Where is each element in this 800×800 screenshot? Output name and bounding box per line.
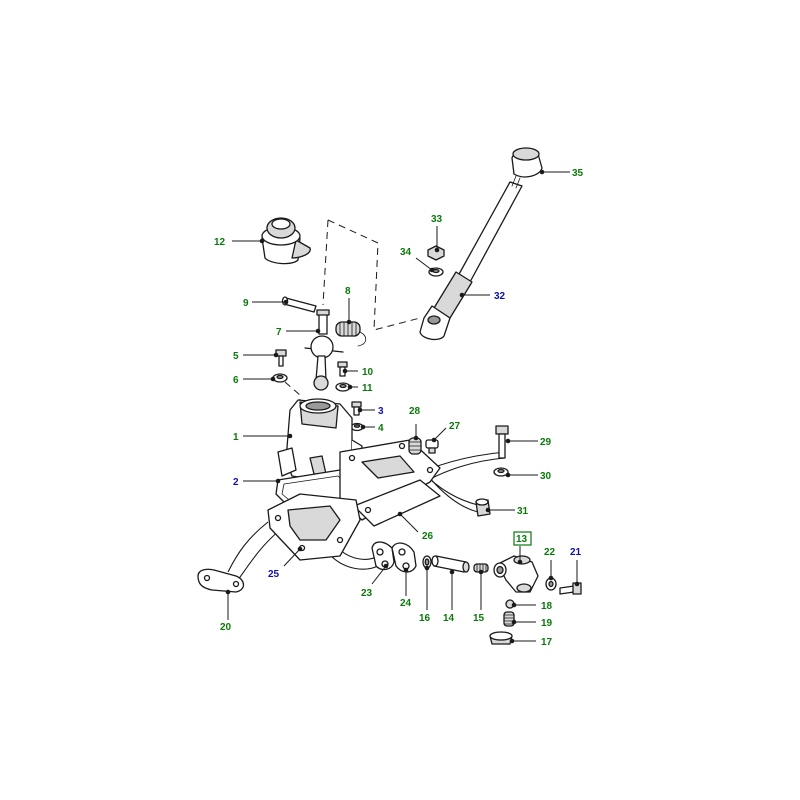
callout-29: 29	[540, 437, 552, 448]
callout-4: 4	[378, 423, 384, 434]
callout-9: 9	[243, 298, 249, 309]
callout-15: 15	[473, 613, 485, 624]
callout-12: 12	[214, 237, 226, 248]
callout-7: 7	[276, 327, 282, 338]
callout-1: 1	[233, 432, 239, 443]
callout-20: 20	[220, 622, 232, 633]
callout-23: 23	[361, 588, 373, 599]
part-16-circlip	[422, 555, 432, 569]
callout-21: 21	[570, 547, 582, 558]
part-1-selector-housing	[277, 398, 363, 483]
callout-11: 11	[362, 383, 373, 394]
part-35-knob	[511, 147, 543, 178]
part-33-nut	[427, 245, 445, 261]
part-12-gaiter	[261, 217, 311, 265]
part-5-bolt	[275, 349, 287, 367]
part-27-switch	[425, 439, 439, 454]
part-11-washer	[335, 382, 351, 392]
part-13-selector-block	[493, 555, 539, 593]
part-17-plug	[489, 631, 513, 645]
part-15-spring	[473, 563, 489, 573]
callout-28: 28	[409, 406, 421, 417]
leader-lines	[227, 171, 578, 642]
callout-30: 30	[540, 471, 552, 482]
callout-22: 22	[544, 547, 556, 558]
callout-2: 2	[233, 477, 239, 488]
callout-31: 31	[517, 506, 529, 517]
callout-24: 24	[400, 598, 412, 609]
part-25-lower-cover	[267, 493, 361, 561]
callout-32: 32	[494, 291, 506, 302]
part-19-spring	[503, 611, 515, 627]
callout-10: 10	[362, 367, 374, 378]
callout-17: 17	[541, 637, 553, 648]
part-9-roll-pin	[281, 296, 317, 313]
part-7-lever-stub	[304, 309, 344, 391]
callout-3: 3	[378, 406, 384, 417]
callout-18: 18	[541, 601, 553, 612]
callout-33: 33	[431, 214, 443, 225]
callout-27: 27	[449, 421, 461, 432]
part-8-spring	[335, 321, 367, 347]
callout-5: 5	[233, 351, 239, 362]
leader-dots	[225, 169, 580, 644]
callout-8: 8	[345, 286, 351, 297]
callout-6: 6	[233, 375, 239, 386]
callout-19: 19	[541, 618, 553, 629]
part-6-washer	[272, 373, 288, 383]
callout-13-box	[513, 531, 532, 546]
callout-16: 16	[419, 613, 431, 624]
part-26-cover-plate	[339, 439, 441, 527]
part-29-bolt	[495, 425, 509, 459]
part-22-washer	[545, 577, 557, 591]
part-23-plate	[371, 541, 395, 571]
part-30-washer	[493, 467, 509, 477]
callout-26: 26	[422, 531, 434, 542]
part-21-bolt	[559, 582, 582, 595]
part-14-shaft	[431, 555, 470, 573]
callout-13: 13	[516, 534, 528, 545]
part-28-breather	[408, 437, 422, 455]
callout-25: 25	[268, 569, 280, 580]
part-31-spacer	[475, 498, 491, 517]
part-32-gear-lever	[419, 175, 523, 341]
callout-34: 34	[400, 247, 412, 258]
callout-labels: 12 9 7 8 5 6 10 11 3 4 1 2 33 34 32 35 2…	[214, 168, 584, 648]
part-20-blanking-plate	[197, 568, 245, 593]
callout-35: 35	[572, 168, 584, 179]
part-24-gasket	[391, 542, 417, 573]
callout-14: 14	[443, 613, 455, 624]
